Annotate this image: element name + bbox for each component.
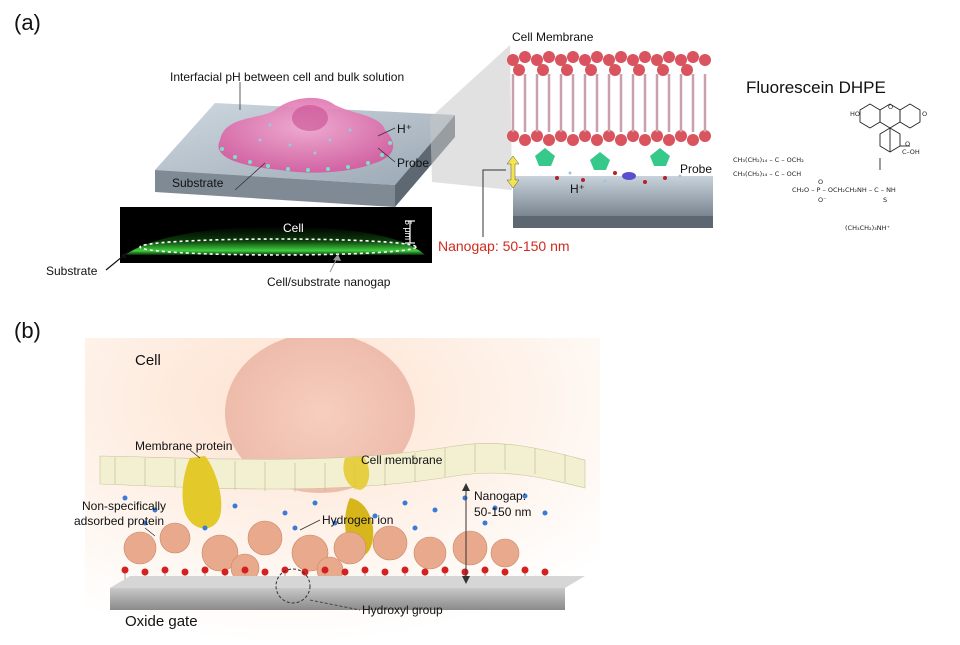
chem-chain-2: CH₃(CH₂)₁₄ – C – OCH <box>733 170 802 178</box>
nanogap-label-b-1: Nanogap: <box>474 489 527 503</box>
h-plus-zoom-label: H⁺ <box>570 182 585 196</box>
hydrogen-ion-label: Hydrogen ion <box>322 513 394 527</box>
probe-label: Probe <box>397 156 430 170</box>
panel-b-label: (b) <box>14 318 41 343</box>
nonspecific-protein-label-0: Non-specifically <box>82 499 167 513</box>
chem-phosphate: CH₂O – P – OCH₂CH₂NH – C – NH <box>792 186 896 194</box>
probe-zoom-label: Probe <box>680 162 713 176</box>
chem-cooh: C–OH <box>902 148 920 156</box>
fluorescein-structure <box>859 103 921 170</box>
h-plus-label: H⁺ <box>397 122 412 136</box>
cell-membrane-label-b: Cell membrane <box>361 453 443 467</box>
nanogap-bracket <box>482 169 506 237</box>
interfacial-ph-label: Interfacial pH between cell and bulk sol… <box>170 70 405 84</box>
nanogap-image-label: Cell/substrate nanogap <box>267 275 391 289</box>
fluorescence-micrograph <box>120 207 432 263</box>
chem-cooh-o: O <box>905 140 911 148</box>
cell-label-b: Cell <box>135 352 161 369</box>
zoomed-membrane-illustration <box>506 51 713 228</box>
hydroxyl-group-label: Hydroxyl group <box>362 603 443 617</box>
chem-ho: HO <box>850 110 861 118</box>
oxide-gate-label: Oxide gate <box>125 613 198 630</box>
chem-counterion: (CH₃CH₂)₃NH⁺ <box>845 224 890 232</box>
panel-b-illustration <box>85 338 600 643</box>
panel-a-label: (a) <box>14 10 41 35</box>
fluorescein-title: Fluorescein DHPE <box>746 78 886 97</box>
chem-o-ring: O <box>888 103 894 111</box>
chem-phos-o-minus: O⁻ <box>818 196 827 204</box>
chem-phos-o: O <box>818 178 824 186</box>
cell-membrane-zoom-label: Cell Membrane <box>512 30 594 44</box>
nonspecific-protein-label-1: adsorbed protein <box>74 514 165 528</box>
cell-in-image-label: Cell <box>283 221 304 235</box>
membrane-protein-label: Membrane protein <box>135 439 233 453</box>
substrate-slab-label: Substrate <box>172 176 224 190</box>
panel-a-leader-lines <box>105 45 512 273</box>
chem-chain-1: CH₃(CH₂)₁₄ – C – OCH₂ <box>733 156 804 164</box>
chem-thio-s: S <box>883 196 888 204</box>
nanogap-label-b-2: 50-150 nm <box>474 505 532 519</box>
chem-o-keto: O <box>922 110 928 118</box>
substrate-left-label: Substrate <box>46 264 98 278</box>
nanogap-range-label: Nanogap: 50-150 nm <box>438 238 570 254</box>
